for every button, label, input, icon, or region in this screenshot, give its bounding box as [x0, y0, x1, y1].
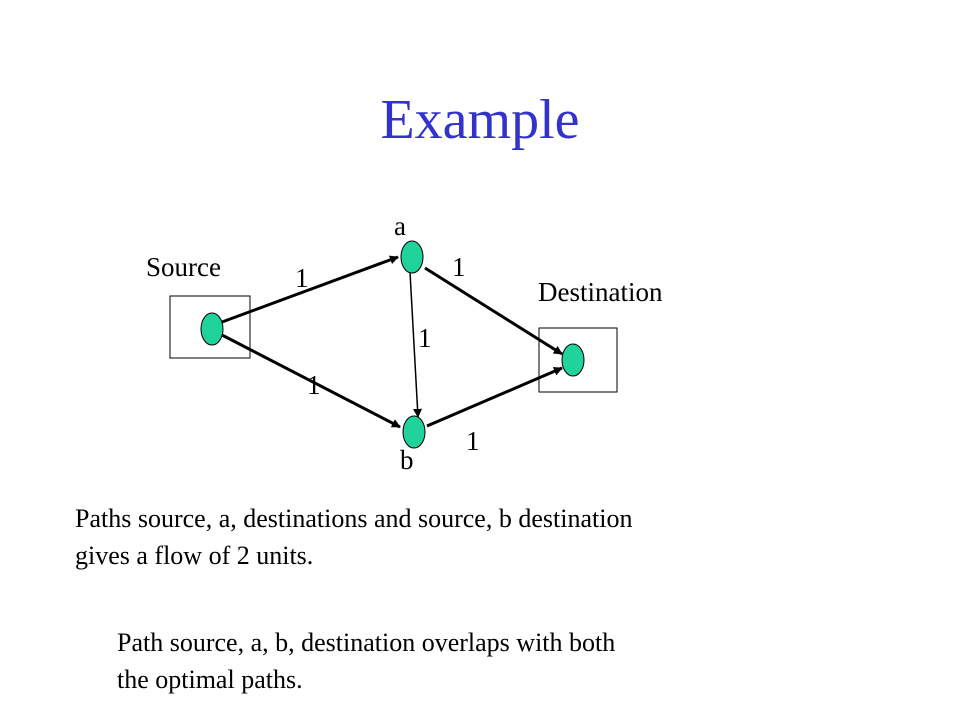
node-a: [400, 240, 424, 274]
edge-b-destination: [426, 366, 563, 428]
node-b-label: b: [400, 445, 414, 475]
edge-a-destination: [424, 266, 563, 356]
edge-a-b: [409, 271, 423, 418]
edge-source-a: [221, 255, 399, 324]
edge-label-a-destination: 1: [452, 252, 466, 282]
node-b: [402, 415, 426, 449]
node-a-label: a: [394, 211, 406, 241]
edge-label-source-b: 1: [307, 370, 321, 400]
edge-label-b-destination: 1: [466, 426, 480, 456]
edge-label-a-b: 1: [418, 323, 432, 353]
paths-explanation: Paths source, a, destinations and source…: [75, 500, 632, 574]
node-source: [200, 312, 224, 346]
paths-explanation-line-2: gives a flow of 2 units.: [75, 541, 314, 570]
node-destination: [561, 343, 585, 377]
source-label: Source: [146, 252, 221, 282]
overlap-explanation: Path source, a, b, destination overlaps …: [117, 624, 615, 698]
paths-explanation-line-1: Paths source, a, destinations and source…: [75, 504, 633, 533]
source-box: [169, 295, 251, 359]
destination-label: Destination: [538, 277, 663, 307]
destination-box: [538, 327, 618, 393]
overlap-explanation-line-2: the optimal paths.: [117, 665, 303, 694]
overlap-explanation-line-1: Path source, a, b, destination overlaps …: [117, 628, 616, 657]
edge-source-b: [221, 333, 401, 429]
slide-title: Example: [380, 89, 580, 151]
edge-label-source-a: 1: [295, 263, 309, 293]
